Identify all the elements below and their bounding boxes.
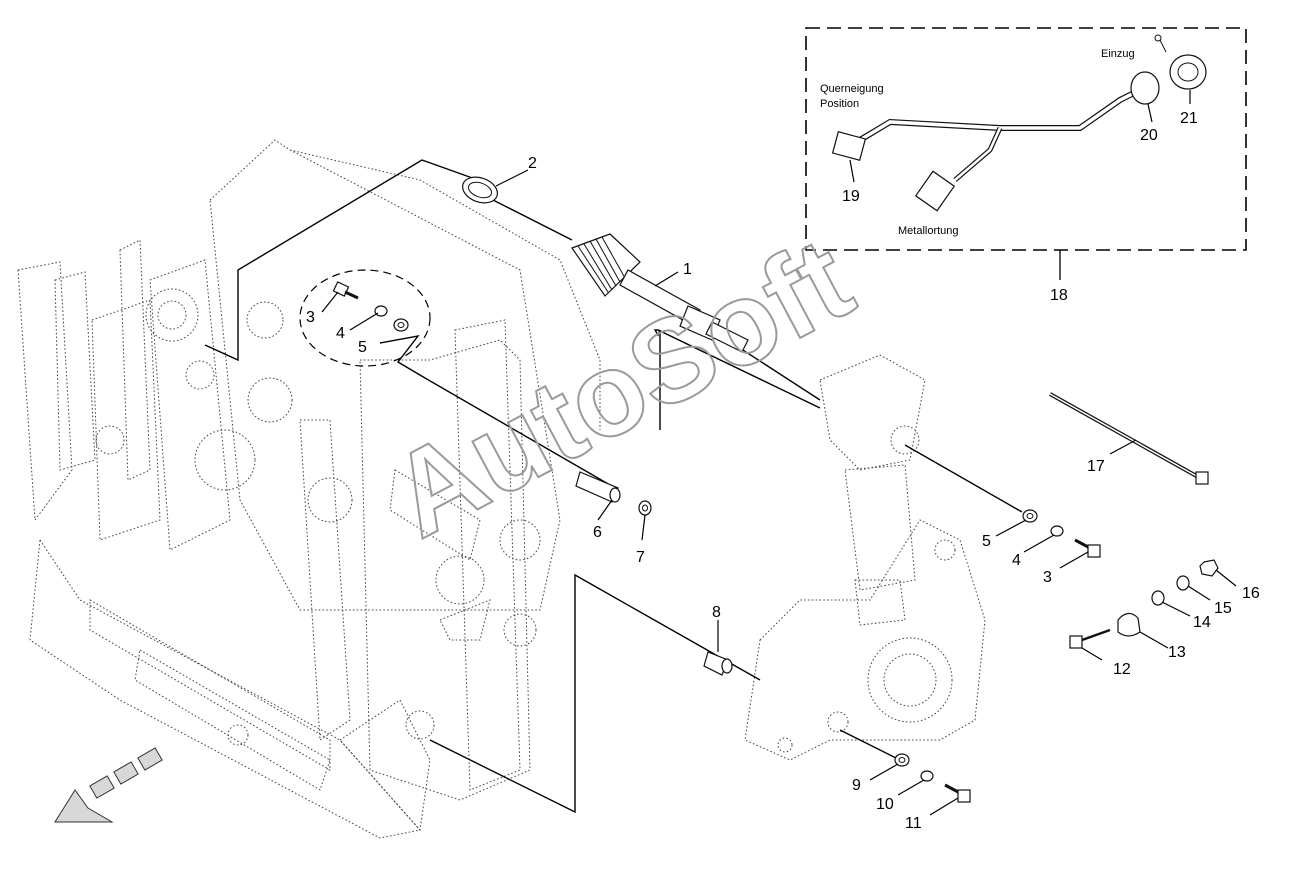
part-16-nut (1199, 559, 1219, 577)
label-metallortung: Metallortung (898, 225, 959, 237)
callout-13: 13 (1168, 644, 1186, 661)
baler-frame (17, 139, 601, 839)
callout-12: 12 (1113, 661, 1131, 678)
part-3b-bolt (1074, 538, 1101, 558)
label-querneigung: Querneigung (820, 83, 884, 95)
part-4-washer (374, 305, 388, 317)
callout-18: 18 (1050, 287, 1068, 304)
callout-3b: 3 (1043, 569, 1052, 586)
direction-arrow-icon (54, 747, 163, 823)
callout-4: 4 (336, 325, 345, 342)
label-einzug: Einzug (1101, 48, 1135, 60)
callout-leaders (321, 90, 1237, 816)
callout-1: 1 (683, 261, 692, 278)
callout-8: 8 (712, 604, 721, 621)
part-9-washer (894, 753, 910, 767)
part-2-hose-clamp (461, 176, 499, 204)
part-1-sensor-shaft (571, 233, 749, 353)
leader-lines (204, 159, 1023, 814)
part-12-bolt (1069, 628, 1111, 649)
part-15-washer (1176, 575, 1190, 591)
part-10-washer (920, 770, 934, 782)
callout-17: 17 (1087, 458, 1105, 475)
callouts: 1 2 3 4 5 6 7 8 9 10 11 12 13 14 15 16 1… (306, 110, 1260, 832)
harness-inset (805, 27, 1247, 251)
callout-4b: 4 (1012, 552, 1021, 569)
part-8-bushing (703, 651, 733, 676)
callout-9: 9 (852, 777, 861, 794)
part-14-washer (1151, 590, 1165, 606)
part-4b-washer (1050, 525, 1064, 537)
part-6-spacer (575, 471, 621, 503)
part-5b-washer (1022, 509, 1038, 523)
part-11-bolt (944, 783, 971, 803)
callout-11: 11 (905, 815, 922, 832)
label-position: Position (820, 98, 859, 110)
gearbox-housing (744, 354, 986, 761)
part-7-washer (638, 500, 652, 516)
inset-labels: Querneigung Position Einzug Metallortung (820, 48, 1135, 237)
callout-21: 21 (1180, 110, 1198, 127)
callout-6: 6 (593, 524, 602, 541)
callout-10: 10 (876, 796, 894, 813)
callout-5b: 5 (982, 533, 991, 550)
callout-14: 14 (1193, 614, 1211, 631)
callout-19: 19 (842, 188, 860, 205)
callout-5: 5 (358, 339, 367, 356)
part-5-washer (393, 318, 409, 332)
callout-15: 15 (1214, 600, 1232, 617)
callout-7: 7 (636, 549, 645, 566)
callout-3: 3 (306, 309, 315, 326)
part-13-clamp (1117, 612, 1141, 637)
callout-2: 2 (528, 155, 537, 172)
callout-16: 16 (1242, 585, 1260, 602)
part-17-cable-tie (1049, 392, 1209, 485)
part-3-bolt (332, 281, 359, 300)
callout-20: 20 (1140, 127, 1158, 144)
